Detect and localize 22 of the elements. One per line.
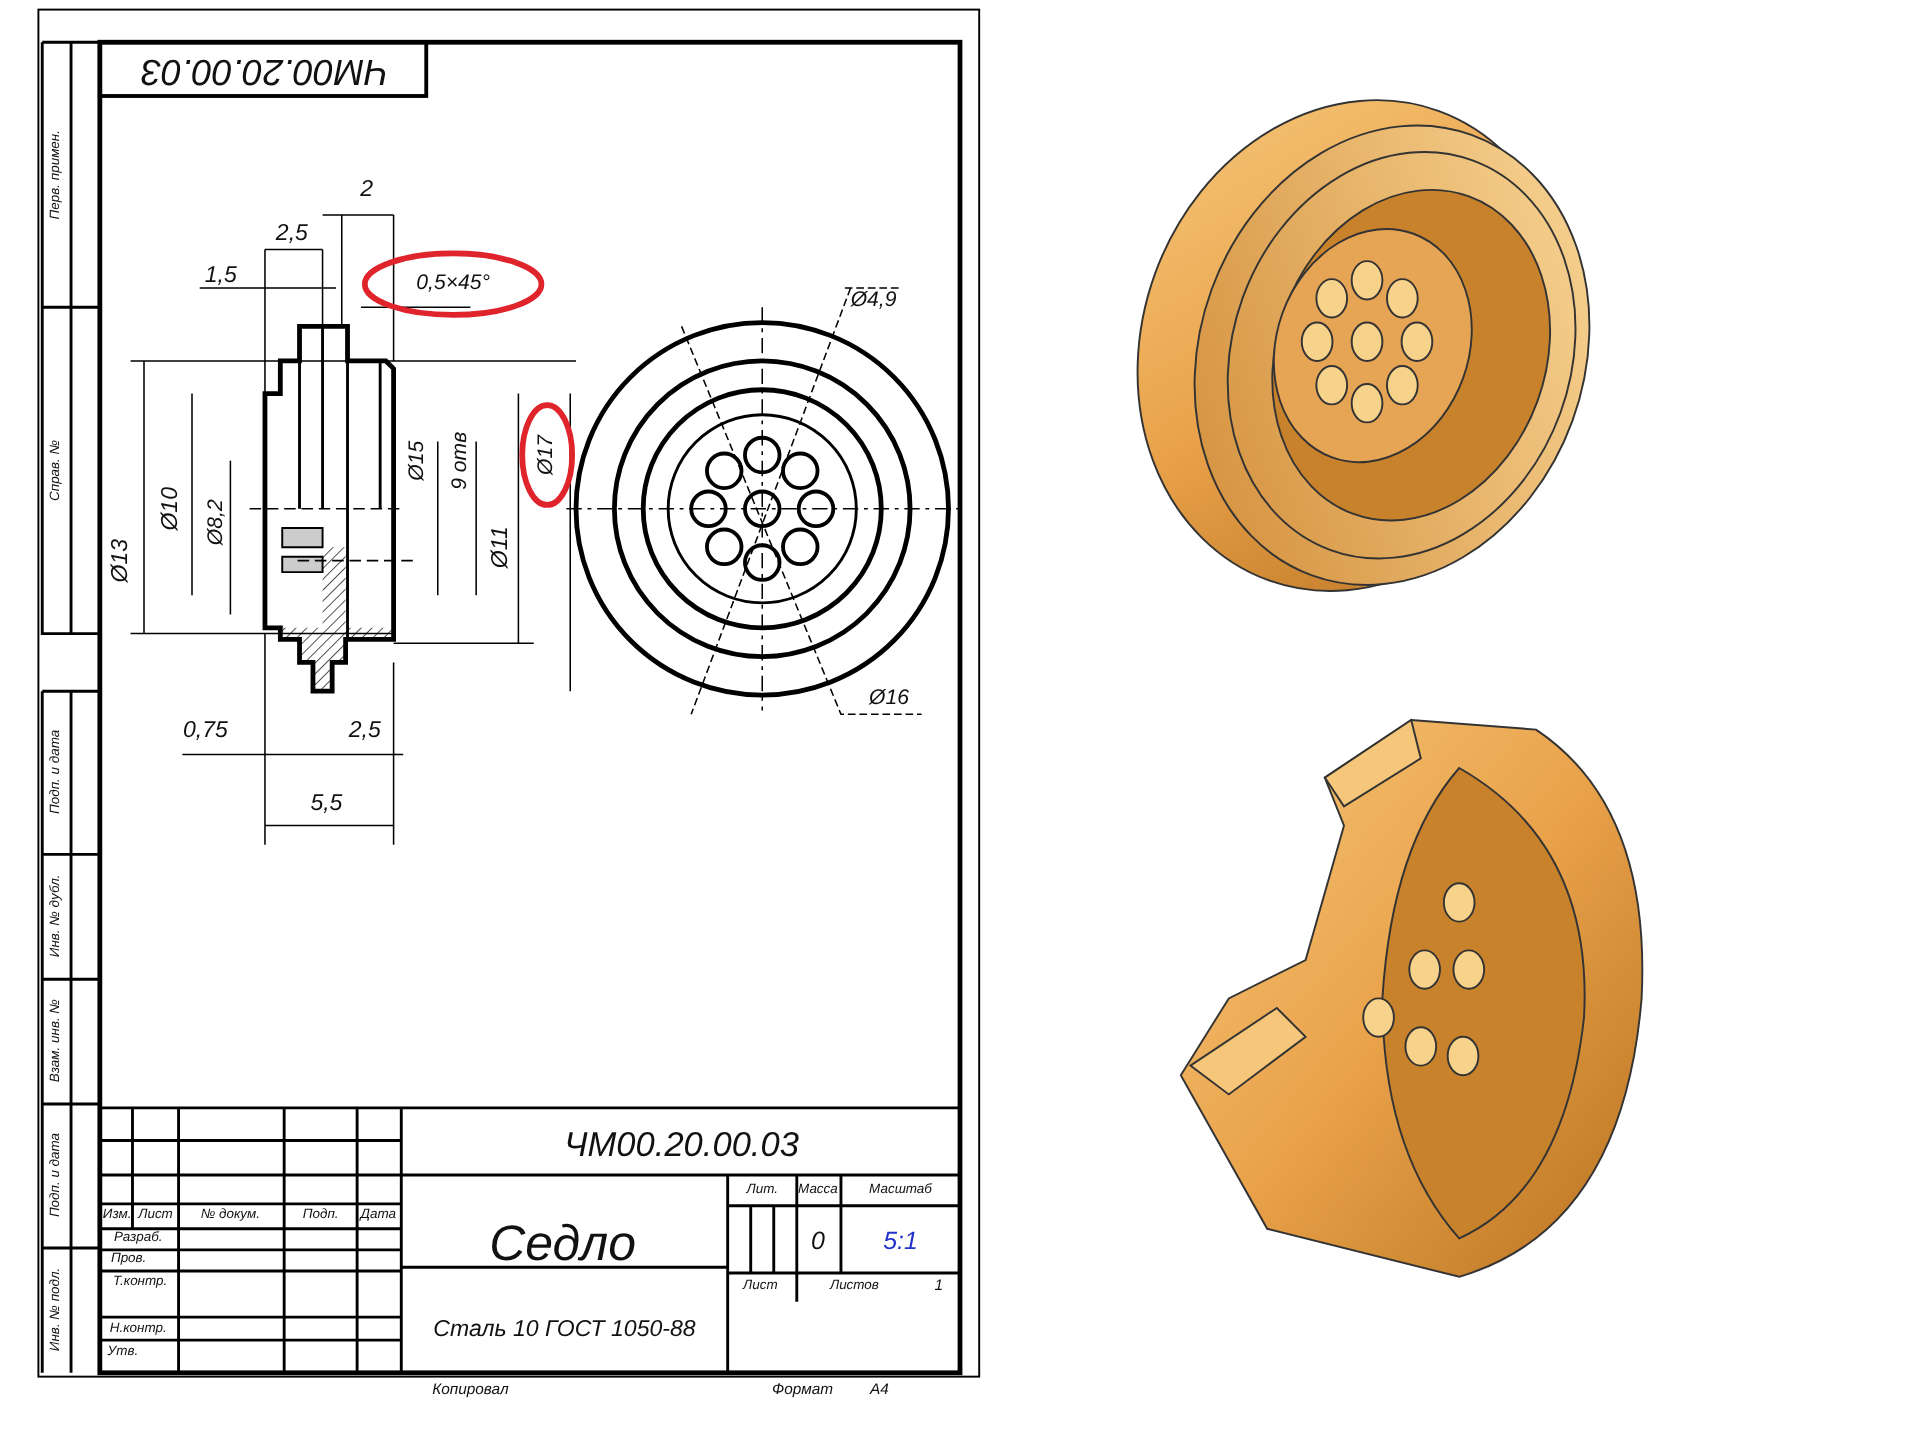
- dimension-value: Ø11: [487, 526, 511, 569]
- dimension-value: 5,5: [310, 791, 343, 815]
- dimension-value: 2,5: [348, 718, 381, 742]
- dimension-value: 2: [360, 176, 374, 200]
- mass-value: 0: [810, 1227, 825, 1253]
- dimension-value: Ø10: [157, 487, 181, 531]
- dimension-value: 0,75: [183, 718, 228, 742]
- dimension-value: Ø13: [107, 538, 131, 583]
- part-name: Седло: [489, 1217, 636, 1268]
- dimension-value: Ø8,2: [206, 499, 228, 546]
- dimension-value: 0,5×45°: [416, 273, 490, 295]
- material-spec: Сталь 10 ГОСТ 1050-88: [433, 1317, 696, 1341]
- scale-value: 5:1: [883, 1227, 918, 1253]
- dimension-value: 1,5: [204, 263, 237, 287]
- dimension-value: Ø17: [536, 435, 558, 475]
- drawing-number: ЧМ00.20.00.03: [141, 52, 389, 90]
- drawing-number: ЧМ00.20.00.03: [564, 1127, 799, 1162]
- dimension-value: Ø16: [869, 688, 909, 710]
- dimension-value: 2,5: [275, 220, 308, 244]
- dimension-value: Ø4,9: [850, 290, 897, 312]
- hole-count-note: 9 отв: [450, 431, 472, 490]
- dimension-value: Ø15: [408, 440, 430, 481]
